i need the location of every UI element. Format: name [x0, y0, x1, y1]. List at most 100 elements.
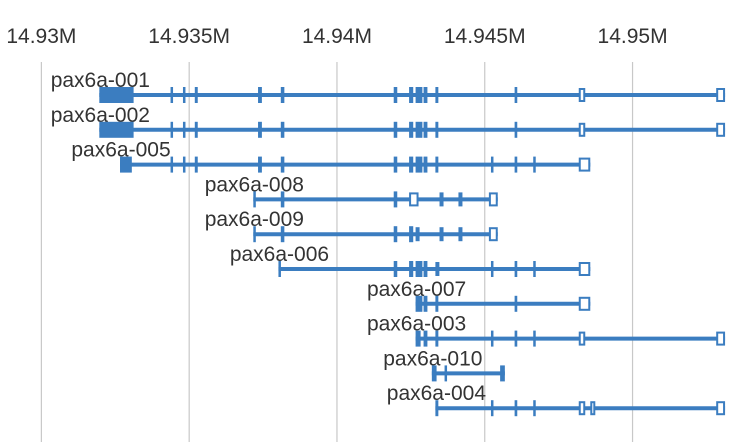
coding-exon [533, 261, 536, 277]
transcript-pax6a-006: pax6a-006 [230, 243, 591, 277]
coding-exon [409, 156, 414, 173]
coding-exon [280, 226, 285, 243]
coding-exon [415, 295, 423, 312]
transcript-label: pax6a-009 [205, 208, 304, 231]
utr-exon [488, 192, 498, 207]
coding-exon [435, 156, 439, 173]
coding-exon [194, 87, 198, 103]
transcript-pax6a-002: pax6a-002 [51, 104, 726, 138]
tick-label: 14.94M [302, 25, 372, 48]
coding-exon [533, 400, 536, 417]
coding-exon [194, 156, 198, 173]
utr-exon [435, 262, 440, 276]
coding-exon [258, 121, 262, 138]
coding-exon [490, 330, 494, 347]
coding-exon [280, 191, 285, 208]
transcript-pax6a-003: pax6a-003 [367, 313, 726, 347]
coding-exon [444, 365, 448, 382]
coding-exon [170, 121, 174, 138]
utr-exon [716, 401, 726, 416]
coding-exon [514, 400, 518, 417]
coding-exon [533, 330, 536, 347]
coding-exon [435, 87, 439, 103]
utr-exon [488, 227, 498, 242]
coding-exon [120, 156, 132, 173]
utr-exon [716, 122, 726, 137]
coding-exon [490, 400, 494, 417]
tick-label: 14.95M [598, 25, 668, 48]
coding-exon [431, 365, 437, 382]
transcript-label: pax6a-007 [367, 278, 466, 301]
coding-exon [393, 87, 398, 103]
transcript-label: pax6a-002 [51, 104, 150, 127]
transcript-label: pax6a-006 [230, 243, 329, 266]
coding-exon [258, 87, 262, 103]
coding-exon [253, 191, 256, 208]
transcript-pax6a-005: pax6a-005 [71, 139, 591, 173]
coding-exon [415, 156, 423, 173]
coding-exon [278, 261, 281, 277]
transcript-pax6a-009: pax6a-009 [205, 208, 498, 243]
transcript-label: pax6a-003 [367, 313, 466, 336]
utr-exon [716, 88, 726, 102]
utr-exon [415, 227, 420, 242]
transcript-label: pax6a-001 [51, 69, 150, 92]
utr-exon [590, 401, 596, 416]
coding-exon [409, 226, 414, 243]
coding-exon [409, 121, 414, 138]
transcript-pax6a-007: pax6a-007 [367, 278, 591, 312]
coding-exon [490, 261, 494, 277]
coding-exon [514, 330, 518, 347]
tick-label: 14.935M [148, 25, 230, 48]
transcript-pax6a-001: pax6a-001 [51, 69, 726, 103]
coding-exon [393, 261, 398, 277]
coding-exon [393, 226, 398, 243]
coding-exon [258, 156, 262, 173]
coding-exon [514, 261, 518, 277]
coding-exon [280, 121, 285, 138]
coding-exon [415, 121, 423, 138]
coding-exon [490, 156, 494, 173]
coding-exon [435, 400, 439, 417]
coding-exon [435, 295, 439, 312]
coding-exon [99, 87, 134, 103]
coding-exon [423, 156, 428, 173]
coding-exon [99, 121, 134, 138]
coding-exon [280, 156, 285, 173]
utr-exon [578, 262, 591, 276]
utr-exon [458, 227, 463, 242]
transcript-pax6a-010: pax6a-010 [383, 347, 505, 382]
transcript-label: pax6a-010 [383, 347, 482, 370]
coding-exon [423, 87, 428, 103]
coding-exon [253, 226, 256, 243]
grid-layer [40, 62, 634, 442]
utr-exon [578, 296, 591, 311]
utr-exon [439, 227, 444, 242]
coding-exon [170, 87, 174, 103]
coding-exon [170, 156, 174, 173]
utr-exon [578, 88, 586, 102]
coding-exon [500, 365, 505, 382]
coding-exon [435, 330, 439, 347]
utr-exon [439, 192, 444, 207]
coding-exon [423, 330, 428, 347]
coding-exon [415, 330, 421, 347]
utr-exon [578, 331, 586, 346]
coding-exon [194, 121, 198, 138]
transcript-label: pax6a-005 [71, 139, 170, 162]
utr-exon [578, 122, 586, 137]
coding-exon [514, 121, 518, 138]
transcript-pax6a-004: pax6a-004 [387, 382, 726, 417]
coding-exon [423, 121, 428, 138]
transcript-pax6a-008: pax6a-008 [205, 173, 498, 208]
transcript-label: pax6a-008 [205, 173, 304, 196]
transcript-layer: pax6a-001 pax6a-002 pax6a-005 pax6a-008 pax6… [51, 69, 726, 417]
coding-exon [393, 191, 398, 208]
coding-exon [423, 295, 428, 312]
coding-exon [533, 156, 536, 173]
coding-exon [415, 87, 423, 103]
utr-exon [458, 192, 463, 207]
coding-exon [280, 87, 285, 103]
